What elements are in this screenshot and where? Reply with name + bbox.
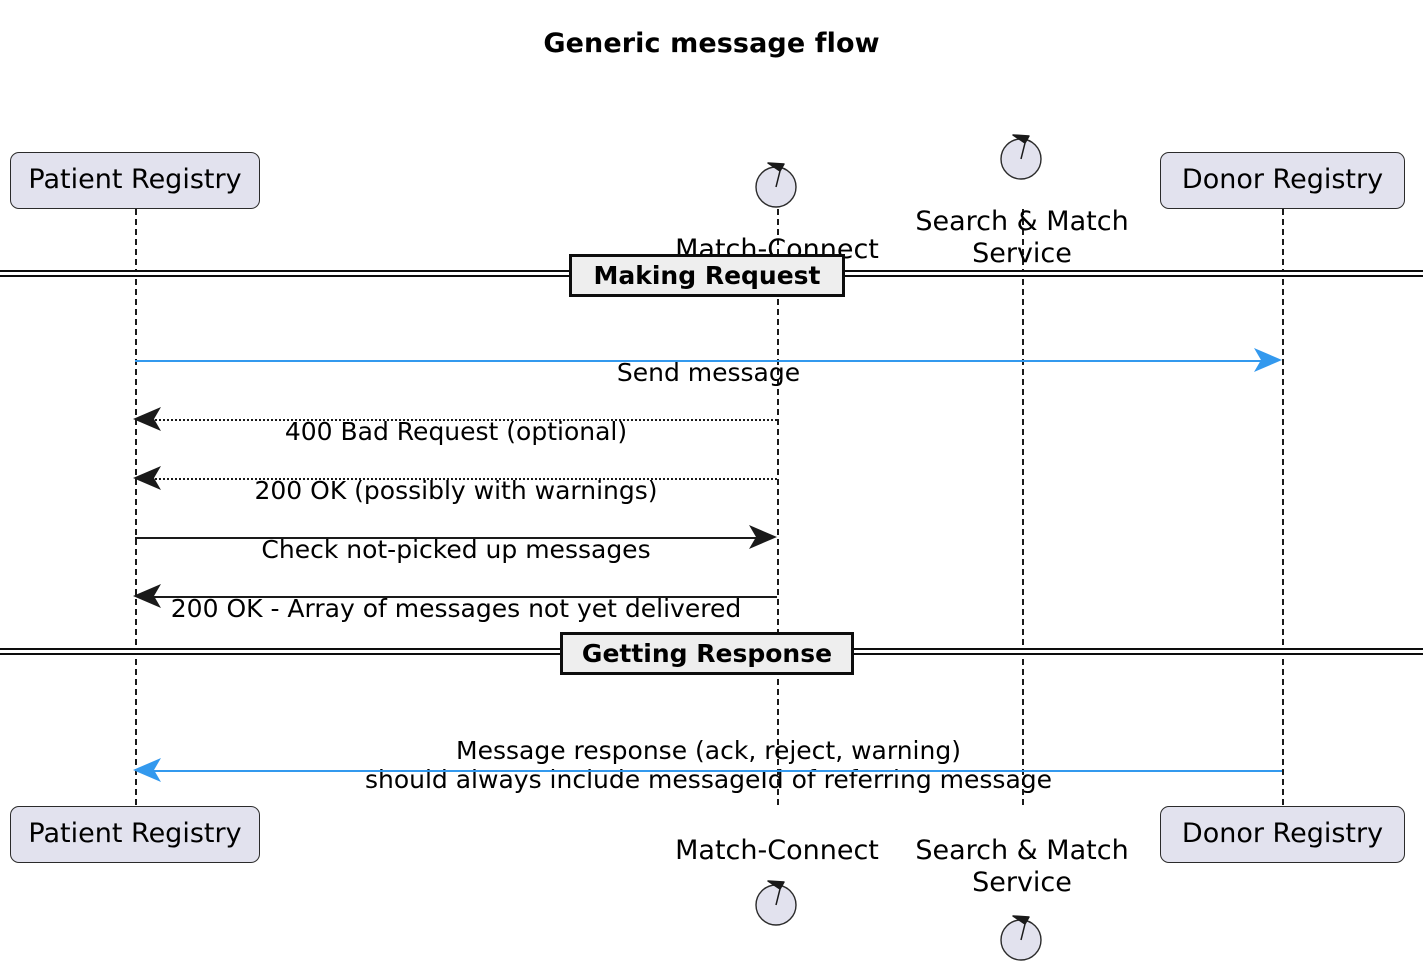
divider-getting-response: Getting Response bbox=[560, 632, 854, 675]
arrowhead-right-black bbox=[747, 524, 777, 550]
participant-donor-registry-top[interactable]: Donor Registry bbox=[1160, 152, 1405, 209]
divider-label-text: Getting Response bbox=[581, 639, 833, 668]
message-label-200-ok-warnings: 200 OK (possibly with warnings) bbox=[135, 446, 777, 505]
arrowhead-left-black bbox=[133, 406, 163, 432]
message-line-check-not-picked-up bbox=[135, 537, 762, 539]
participant-donor-registry-bottom[interactable]: Donor Registry bbox=[1160, 806, 1405, 863]
sequence-diagram: Generic message flow Patient Registry Ma… bbox=[0, 28, 1423, 961]
participant-label: Search & Match Service bbox=[915, 205, 1129, 269]
participant-search-match-service-top[interactable]: Search & Match Service bbox=[902, 134, 1142, 269]
participant-patient-registry-bottom[interactable]: Patient Registry bbox=[10, 806, 260, 863]
participant-label: Donor Registry bbox=[1181, 164, 1384, 196]
message-line-200-ok-array bbox=[152, 596, 777, 598]
message-label-check-not-picked-up: Check not-picked up messages bbox=[135, 505, 777, 564]
message-text: Check not-picked up messages bbox=[261, 534, 651, 564]
participant-label: Patient Registry bbox=[28, 164, 242, 196]
divider-making-request: Making Request bbox=[569, 254, 845, 297]
participant-search-match-service-bottom[interactable]: Search & Match Service bbox=[902, 803, 1142, 961]
arrowhead-right-blue bbox=[1252, 347, 1282, 373]
arrowhead-left-blue bbox=[133, 757, 163, 783]
arrowhead-left-black bbox=[133, 583, 163, 609]
participant-patient-registry-top[interactable]: Patient Registry bbox=[10, 152, 260, 209]
participant-label: Search & Match Service bbox=[915, 834, 1129, 898]
message-text: Send message bbox=[616, 357, 801, 387]
message-line-send-message bbox=[135, 360, 1266, 362]
control-circle-icon bbox=[995, 875, 1049, 961]
message-label-send-message: Send message bbox=[135, 328, 1282, 387]
message-text: 400 Bad Request (optional) bbox=[284, 416, 628, 446]
participant-match-connect-top[interactable]: Match-Connect bbox=[657, 162, 897, 266]
participant-label: Match-Connect bbox=[675, 834, 879, 866]
lifeline-patient-registry bbox=[135, 209, 137, 805]
control-circle-icon bbox=[750, 840, 804, 926]
lifeline-donor-registry bbox=[1282, 209, 1284, 805]
message-text: 200 OK - Array of messages not yet deliv… bbox=[170, 593, 742, 623]
lifeline-match-connect bbox=[777, 209, 779, 805]
divider-label-text: Making Request bbox=[593, 261, 821, 290]
message-label-400-bad-request: 400 Bad Request (optional) bbox=[135, 387, 777, 446]
control-circle-icon bbox=[750, 122, 804, 208]
lifeline-search-match-service bbox=[1022, 209, 1024, 805]
arrowhead-left-black bbox=[133, 465, 163, 491]
control-circle-icon bbox=[995, 94, 1049, 180]
message-line-200-ok-warnings bbox=[152, 478, 777, 480]
participant-match-connect-bottom[interactable]: Match-Connect bbox=[657, 803, 897, 926]
participant-label: Donor Registry bbox=[1181, 818, 1384, 850]
message-line-message-response bbox=[152, 770, 1282, 772]
message-label-200-ok-array: 200 OK - Array of messages not yet deliv… bbox=[135, 564, 777, 623]
diagram-title: Generic message flow bbox=[543, 28, 880, 59]
message-label-message-response: Message response (ack, reject, warning) … bbox=[135, 706, 1282, 795]
participant-label: Patient Registry bbox=[28, 818, 242, 850]
message-text: Message response (ack, reject, warning) … bbox=[364, 735, 1053, 795]
message-text: 200 OK (possibly with warnings) bbox=[254, 475, 658, 505]
message-line-400-bad-request bbox=[152, 419, 777, 421]
